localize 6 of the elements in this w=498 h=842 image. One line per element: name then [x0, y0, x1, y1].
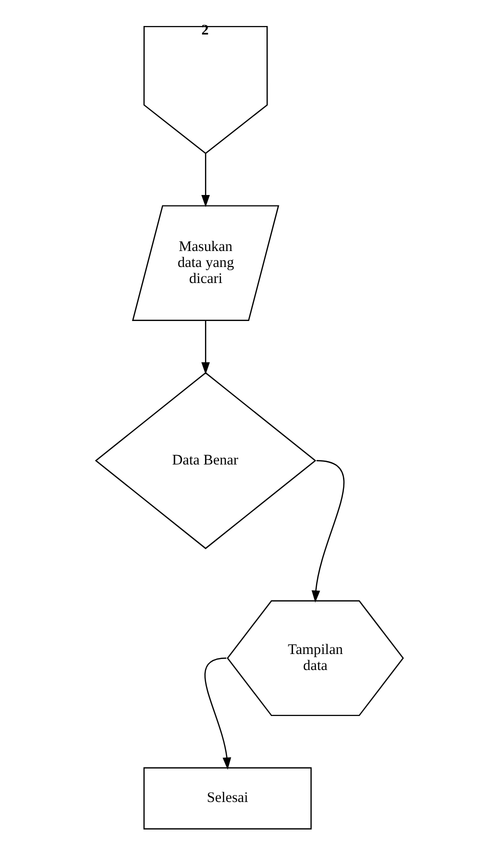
- arrow: [311, 460, 344, 603]
- arrow: [200, 320, 210, 374]
- arrow: [204, 658, 231, 770]
- arrow: [200, 154, 210, 208]
- node-diamond: Data Benar: [94, 372, 316, 550]
- node-box: Selesai: [142, 767, 312, 830]
